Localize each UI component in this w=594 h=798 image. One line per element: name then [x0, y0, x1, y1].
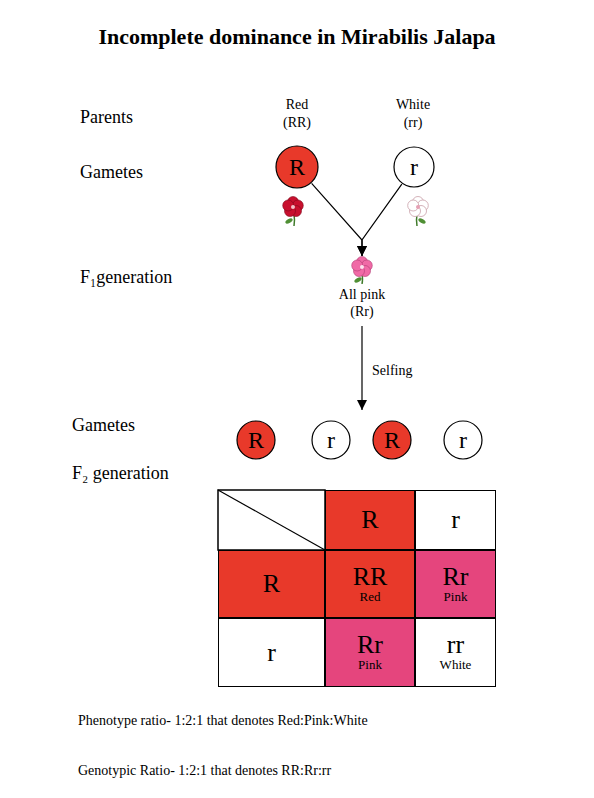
genotype-text: r: [267, 640, 276, 666]
phenotype-text: Red: [360, 590, 381, 604]
offspring-cell: RrPink: [325, 618, 415, 687]
phenotype-text: Pink: [444, 590, 468, 604]
offspring-cell: RRRed: [325, 550, 415, 618]
allele-letter: R: [289, 155, 305, 179]
parent-label: Red (RR): [275, 96, 319, 131]
offspring-cell: rrWhite: [415, 618, 496, 687]
allele-letter: R: [384, 428, 400, 452]
circle-shape: [276, 146, 318, 188]
circle-shape: [394, 147, 434, 187]
pink-flower: [349, 256, 375, 284]
circle-shape: [373, 421, 411, 459]
genotype-text: Rr: [357, 632, 383, 658]
row-label: F₂ generation: [72, 462, 169, 485]
genotype-text: rr: [447, 632, 464, 658]
gamete-circle: r: [393, 146, 435, 188]
genotype-text: RR: [353, 564, 388, 590]
gamete-circle: R: [275, 145, 319, 189]
circle-shape: [312, 421, 350, 459]
gamete-circle: r: [311, 420, 351, 460]
offspring-cell: RrPink: [415, 550, 496, 618]
genotype-text: Rr: [443, 564, 469, 590]
genotype-text: r: [451, 507, 460, 533]
gamete-circle: R: [372, 420, 412, 460]
selfing-arrow: [361, 326, 362, 410]
circle-shape: [444, 421, 482, 459]
circle-shape: [237, 421, 275, 459]
gamete-header-cell: r: [415, 490, 496, 550]
phenotype-text: White: [440, 658, 472, 672]
genotype-text: R: [361, 507, 378, 533]
gamete-circle: r: [443, 420, 483, 460]
diagram-title: Incomplete dominance in Mirabilis Jalapa: [0, 24, 594, 50]
offspring-label: All pink (Rr): [332, 286, 392, 320]
allele-letter: R: [248, 428, 264, 452]
gamete-header-cell: R: [325, 490, 415, 550]
phenotype-text: Pink: [358, 658, 382, 672]
corner-cell: [218, 490, 325, 550]
gamete-header-cell: r: [218, 618, 325, 687]
cross-arrow: [312, 183, 362, 256]
row-label: F₁generation: [80, 266, 172, 289]
gamete-circle: R: [236, 420, 276, 460]
allele-letter: r: [410, 155, 418, 179]
white-flower: [408, 197, 429, 227]
ratio-note: Genotypic Ratio- 1:2:1 that denotes RR:R…: [78, 762, 331, 780]
red-flower: [283, 197, 304, 227]
genotype-text: R: [263, 571, 280, 597]
gamete-header-cell: R: [218, 550, 325, 618]
offspring-flower: All pink (Rr): [322, 256, 402, 320]
corner-diagonal: [218, 490, 325, 550]
row-label: Gametes: [72, 414, 135, 437]
ratio-note: Phenotype ratio- 1:2:1 that denotes Red:…: [78, 712, 368, 730]
row-label: Gametes: [80, 161, 143, 184]
arrow-label: Selfing: [372, 362, 412, 380]
allele-letter: r: [327, 428, 335, 452]
allele-letter: r: [459, 428, 467, 452]
row-label: Parents: [80, 106, 133, 129]
parent-label: White (rr): [388, 96, 438, 131]
cross-arrow: [362, 184, 402, 256]
